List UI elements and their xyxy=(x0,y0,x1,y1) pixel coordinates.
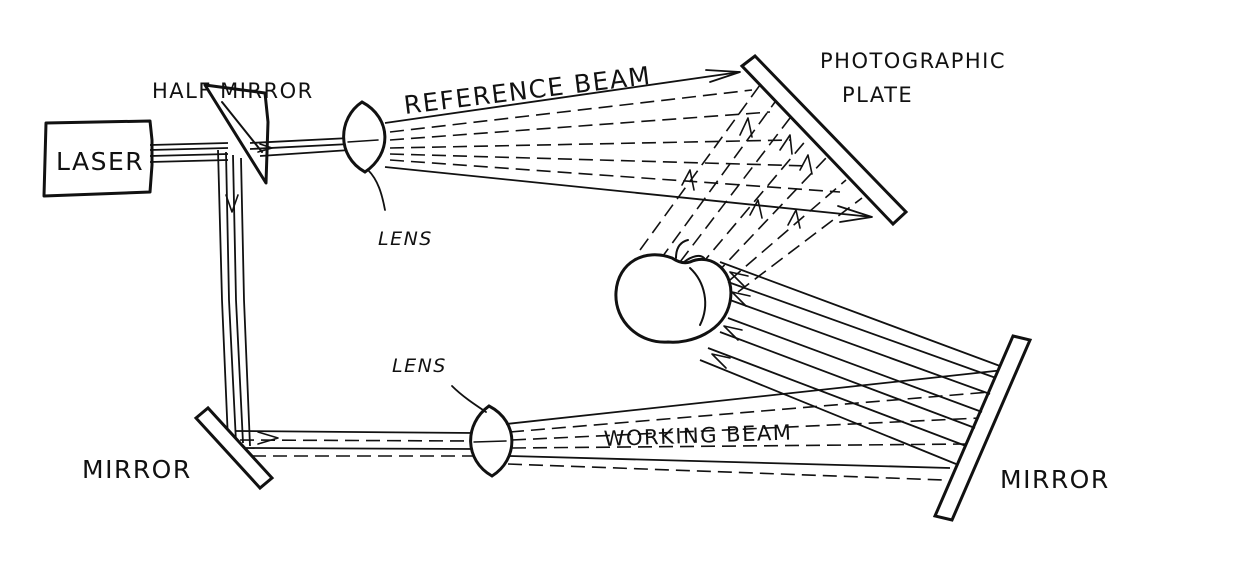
label-half-mirror: HALF MIRROR xyxy=(152,79,314,103)
laser-box xyxy=(42,119,154,198)
label-photographic-plate-line2: PLATE xyxy=(842,83,913,107)
mirror-right xyxy=(932,334,1033,522)
label-mirror-right: MIRROR xyxy=(1000,465,1110,494)
leader-lines xyxy=(367,169,487,413)
reference-beam xyxy=(384,69,873,223)
label-mirror-left: MIRROR xyxy=(82,455,192,484)
horizontal-beam xyxy=(235,430,476,457)
photographic-plate xyxy=(739,53,909,227)
half-mirror xyxy=(203,83,270,185)
label-lens-bottom: LENS xyxy=(392,355,447,377)
illumination-beam xyxy=(699,261,1001,465)
lens-bottom xyxy=(469,404,514,478)
vertical-beam xyxy=(217,149,251,447)
label-reference-beam: REFERENCE BEAM xyxy=(402,61,653,120)
label-lens-top: LENS xyxy=(378,228,433,250)
object-beam xyxy=(639,84,863,293)
mirror-left xyxy=(193,405,275,491)
lens-top xyxy=(342,100,387,174)
apple-object xyxy=(614,239,733,344)
label-photographic-plate-line1: PHOTOGRAPHIC xyxy=(820,49,1006,73)
label-laser: LASER xyxy=(56,147,144,176)
